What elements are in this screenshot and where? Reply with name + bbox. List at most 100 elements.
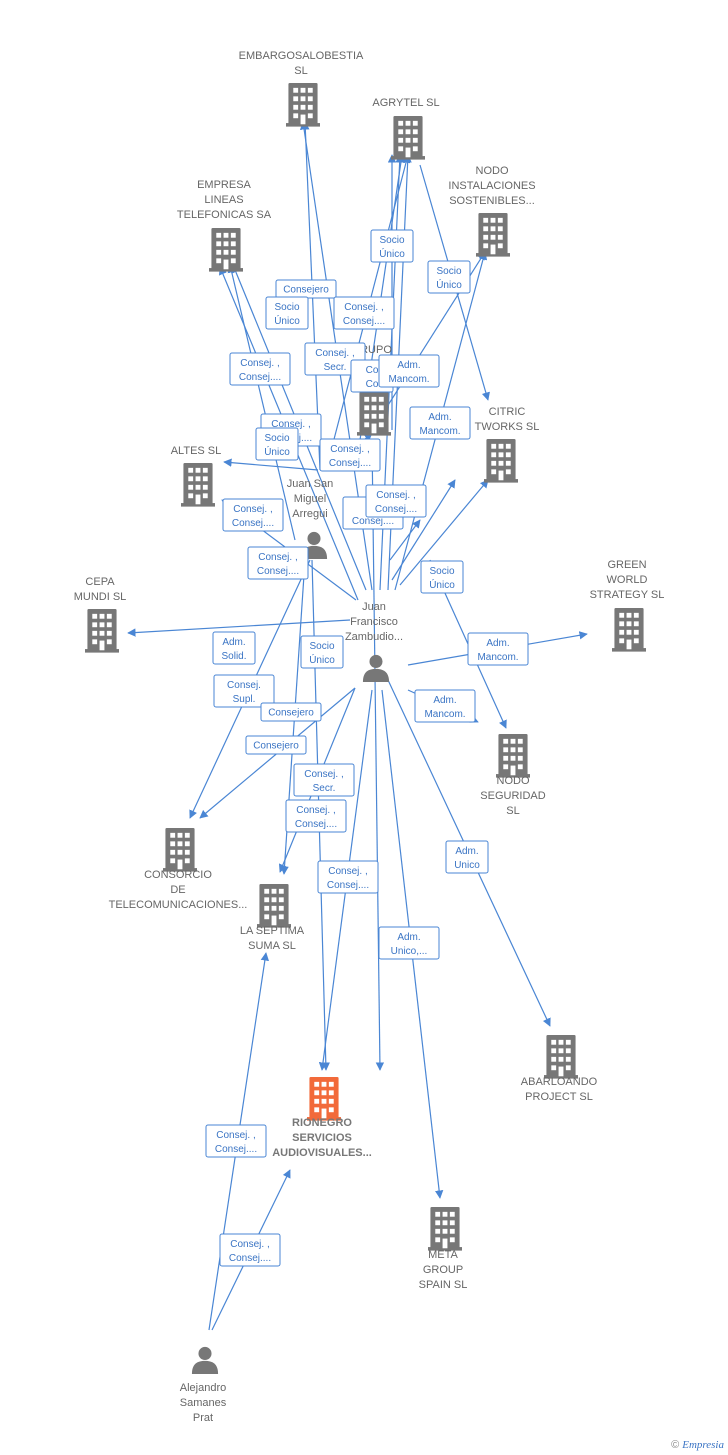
badge-text: Consej. ,	[328, 866, 367, 877]
badge-text: Socio	[274, 302, 299, 313]
relation-badge[interactable]: Consej. ,Consej....	[219, 1233, 281, 1267]
badge-text: Consej....	[343, 316, 385, 327]
badge-text: Consej. ,	[330, 444, 369, 455]
badge-text: Supl.	[233, 694, 256, 705]
badge-text: Consej. ,	[240, 358, 279, 369]
badge-box	[319, 438, 381, 472]
badge-text: Consej. ,	[296, 805, 335, 816]
relation-badge[interactable]: Adm.Unico	[445, 840, 489, 874]
badge-box	[212, 631, 256, 665]
relation-badge[interactable]: Consej. , Consej....	[333, 296, 395, 330]
node-agrytel[interactable]: AGRYTEL SL	[372, 97, 440, 160]
relation-badge[interactable]: Adm.Unico,...	[378, 926, 440, 960]
badge-text: Mancom.	[388, 374, 429, 385]
badge-box	[445, 840, 489, 874]
relation-badge[interactable]: Consejero	[245, 735, 307, 755]
relation-badge[interactable]: Consej. ,Consej....	[205, 1124, 267, 1158]
badge-box	[247, 546, 309, 580]
relation-badge[interactable]: Consej.Supl.	[213, 674, 275, 708]
badges-layer: SocioÚnicoSocioÚnicoConsejeroSocioÚnicoC…	[205, 229, 529, 1267]
badge-text: Consej. ,	[315, 348, 354, 359]
badge-box	[265, 296, 309, 330]
badge-box	[300, 635, 344, 669]
relation-badge[interactable]: Consej. ,Consej....	[319, 438, 381, 472]
relation-badge[interactable]: Adm.Mancom.	[414, 689, 476, 723]
building-icon	[484, 439, 518, 483]
building-icon	[163, 828, 197, 872]
badge-text: Consej. ,	[258, 552, 297, 563]
badge-text: Consej. ,	[230, 1239, 269, 1250]
building-icon	[428, 1207, 462, 1251]
badge-text: Secr.	[313, 783, 336, 794]
badge-text: Consejero	[268, 708, 314, 719]
badge-text: Adm.	[428, 412, 451, 423]
node-altes[interactable]: ALTES SL	[171, 445, 222, 507]
badge-text: Consej. ,	[344, 302, 383, 313]
relation-badge[interactable]: Consej. ,Consej....	[285, 799, 347, 833]
relation-badge[interactable]: Consej. ,Consej....	[365, 484, 427, 518]
relation-badge[interactable]: Adm.Mancom.	[409, 406, 471, 440]
badge-text: Socio	[264, 433, 289, 444]
relation-badge[interactable]: Adm.Solid.	[212, 631, 256, 665]
building-icon	[476, 213, 510, 257]
badge-text: Unico,...	[391, 946, 428, 957]
relation-badge[interactable]: Consej. ,Secr.	[304, 342, 366, 376]
relation-badge[interactable]: Consej. ,Secr.	[293, 763, 355, 797]
building-icon	[307, 1077, 341, 1121]
relation-badge[interactable]: Consejero	[260, 702, 322, 722]
badge-text: Adm.	[486, 638, 509, 649]
relation-badge[interactable]: Consej. ,Consej....	[229, 352, 291, 386]
relation-badge[interactable]: Adm.Mancom.	[467, 632, 529, 666]
badge-box	[467, 632, 529, 666]
badge-box	[378, 926, 440, 960]
badge-text: Socio	[429, 566, 454, 577]
building-icon	[181, 463, 215, 507]
relation-badge[interactable]: Consej. ,Consej....	[222, 498, 284, 532]
relation-badge[interactable]: Consejero	[275, 279, 337, 299]
badge-text: Adm.	[455, 846, 478, 857]
relation-badge[interactable]: Adm.Mancom.	[378, 354, 440, 388]
badge-box	[213, 674, 275, 708]
badge-text: Socio	[379, 235, 404, 246]
badge-text: Mancom.	[424, 709, 465, 720]
badge-text: Único	[436, 278, 462, 291]
building-icon	[496, 734, 530, 778]
relation-badge[interactable]: Consej. ,Consej....	[317, 860, 379, 894]
badge-text: Socio	[436, 266, 461, 277]
badge-box	[304, 342, 366, 376]
badge-text: Único	[379, 247, 405, 260]
badge-text: Consej. ,	[376, 490, 415, 501]
relation-badge[interactable]: Consej. ,Consej....	[247, 546, 309, 580]
